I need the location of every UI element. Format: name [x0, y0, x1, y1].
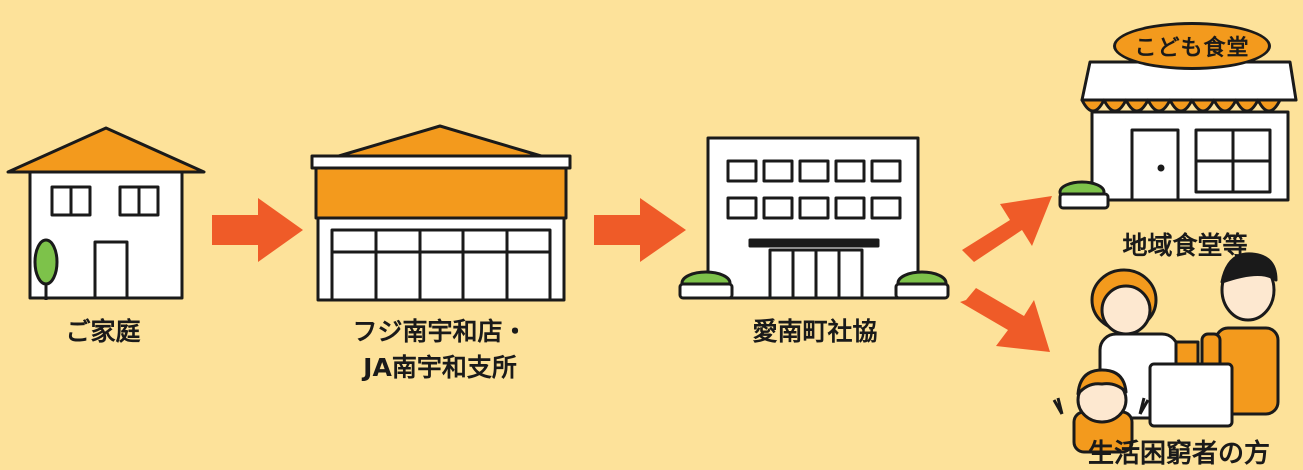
needy-label: 生活困窮者の方 [1087, 439, 1270, 469]
household-label: ご家庭 [65, 317, 141, 346]
kodomo-shokudo-sign: こども食堂 [1113, 22, 1271, 70]
family-illustration [1052, 252, 1280, 454]
house-illustration [6, 126, 206, 300]
store-illustration [310, 124, 572, 302]
flow-arrow-to-needy [960, 288, 1050, 352]
council-label: 愛南町社協 [752, 317, 878, 346]
council-building-illustration [678, 136, 950, 300]
flow-arrow-1 [212, 198, 303, 262]
store-label-line1: フジ南宇和店・ [352, 317, 528, 346]
store-label-line2: JA南宇和支所 [363, 353, 517, 382]
flow-arrow-to-cafeteria [962, 196, 1052, 262]
flow-arrow-2 [594, 198, 686, 262]
cafeteria-illustration [1058, 60, 1298, 210]
cafeteria-label: 地域食堂等 [1122, 231, 1248, 260]
